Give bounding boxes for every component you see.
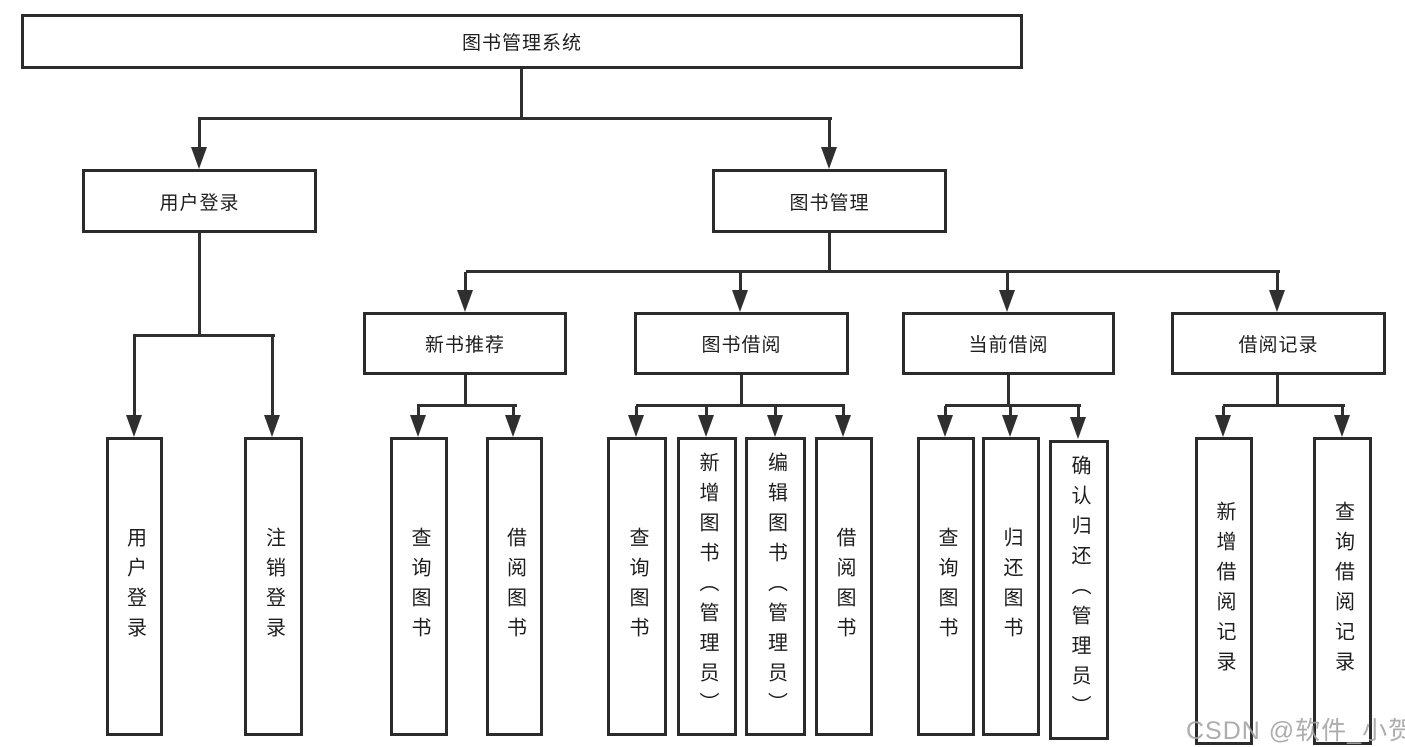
arrow-down-icon: [1269, 290, 1285, 312]
arrow-down-icon: [1002, 415, 1018, 437]
connector-line: [1276, 375, 1279, 406]
arrow-down-icon: [126, 415, 142, 437]
connector-line: [739, 272, 742, 291]
connector-line: [1222, 406, 1225, 416]
connector-line: [466, 270, 1280, 273]
connector-line: [271, 336, 274, 416]
connector-line: [198, 232, 201, 336]
arrow-down-icon: [698, 415, 714, 437]
leaf-edit-books-admin: 编辑图书（管理员）: [745, 437, 806, 736]
arrow-down-icon: [191, 147, 207, 169]
connector-line: [198, 117, 832, 120]
connector-line: [464, 375, 467, 406]
arrow-down-icon: [999, 290, 1015, 312]
arrow-down-icon: [264, 415, 280, 437]
leaf-query-books: 查询图书: [607, 437, 667, 736]
connector-line: [133, 334, 275, 337]
node-library-system: 图书管理系统: [21, 14, 1023, 69]
arrow-down-icon: [1070, 417, 1086, 439]
arrow-down-icon: [457, 290, 473, 312]
connector-line: [1006, 272, 1009, 291]
arrow-down-icon: [1215, 415, 1231, 437]
connector-line: [1007, 375, 1010, 406]
arrow-down-icon: [937, 415, 953, 437]
leaf-add-books-admin: 新增图书（管理员）: [677, 437, 737, 736]
node-borrowing-records: 借阅记录: [1171, 312, 1386, 375]
connector-line: [464, 272, 467, 291]
csdn-watermark: CSDN @软件_小贺同学: [1186, 717, 1405, 745]
leaf-query-books: 查询图书: [390, 437, 448, 736]
connector-line: [740, 375, 743, 406]
connector-line: [133, 336, 136, 416]
arrow-down-icon: [1334, 415, 1350, 437]
leaf-borrow-books: 借阅图书: [486, 437, 543, 736]
connector-line: [944, 406, 947, 416]
leaf-confirm-return-admin: 确认归还（管理员）: [1049, 440, 1109, 740]
connector-line: [1341, 406, 1344, 416]
arrow-down-icon: [505, 415, 521, 437]
connector-line: [417, 404, 517, 407]
connector-line: [1223, 404, 1345, 407]
leaf-user-login: 用户登录: [106, 437, 163, 736]
connector-line: [774, 406, 777, 416]
connector-line: [945, 404, 1081, 407]
arrow-down-icon: [821, 147, 837, 169]
leaf-borrow-books: 借阅图书: [815, 437, 873, 736]
arrow-down-icon: [767, 415, 783, 437]
connector-line: [1009, 406, 1012, 416]
node-book-management: 图书管理: [712, 169, 947, 233]
leaf-query-borrow-record: 查询借阅记录: [1313, 437, 1372, 745]
connector-line: [417, 406, 420, 416]
leaf-return-books: 归还图书: [982, 437, 1040, 736]
leaf-add-borrow-record: 新增借阅记录: [1195, 437, 1253, 745]
connector-line: [1077, 406, 1080, 418]
connector-line: [828, 232, 831, 272]
node-current-borrowing: 当前借阅: [902, 312, 1115, 375]
leaf-logout: 注销登录: [244, 437, 303, 736]
connector-line: [842, 406, 845, 416]
connector-line: [828, 119, 831, 149]
arrow-down-icon: [835, 415, 851, 437]
connector-line: [635, 406, 638, 416]
arrow-down-icon: [732, 290, 748, 312]
connector-line: [636, 404, 845, 407]
connector-line: [520, 69, 523, 119]
connector-line: [512, 406, 515, 416]
connector-line: [705, 406, 708, 416]
arrow-down-icon: [410, 415, 426, 437]
node-user-login: 用户登录: [82, 169, 317, 233]
node-book-borrowing: 图书借阅: [634, 312, 849, 375]
leaf-query-books: 查询图书: [917, 437, 975, 736]
connector-line: [1276, 272, 1279, 291]
connector-line: [198, 119, 201, 149]
arrow-down-icon: [628, 415, 644, 437]
node-new-book-recommend: 新书推荐: [363, 312, 567, 375]
